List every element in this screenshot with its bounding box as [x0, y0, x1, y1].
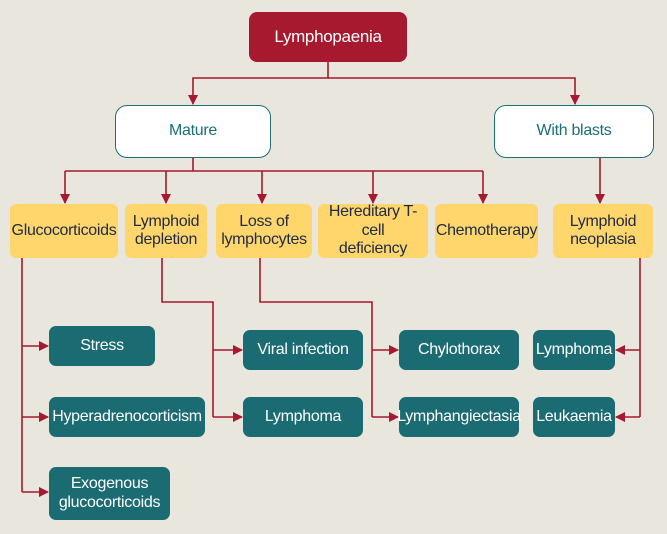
- leaf-node-chylothorax: Chylothorax: [399, 330, 519, 370]
- cause-node-lymphoid-depletion: Lymphoid depletion: [125, 204, 207, 258]
- cause-node-loss-of-lymphocytes: Loss of lymphocytes: [216, 204, 312, 258]
- leaf-node-stress: Stress: [49, 326, 155, 366]
- leaf-node-lymphoma: Lymphoma: [243, 397, 363, 437]
- leaf-node-leukaemia: Leukaemia: [533, 397, 615, 437]
- connector-depletion-trunk: [161, 258, 214, 417]
- connector-root-to-blasts: [328, 77, 580, 105]
- cause-node-lymphoid-neoplasia: Lymphoid neoplasia: [553, 204, 653, 258]
- connector-root-to-mature: [188, 62, 329, 105]
- category-node-mature: Mature: [115, 105, 271, 158]
- leaf-node-hyperadrenocorticism: Hyperadrenocorticism: [49, 397, 205, 437]
- connector-loss-trunk: [259, 258, 373, 417]
- leaf-node-lymphangiectasia: Lymphangiectasia: [397, 397, 521, 437]
- cause-node-glucocorticoids: Glucocorticoids: [10, 204, 118, 258]
- root-node-lymphopaenia: Lymphopaenia: [249, 12, 407, 62]
- connector-mature-bus: [65, 158, 483, 172]
- cause-node-hereditary-t-cell-deficiency: Hereditary T-cell deficiency: [318, 203, 428, 258]
- leaf-node-lymphoma-neoplasia: Lymphoma: [533, 330, 615, 370]
- leaf-node-viral-infection: Viral infection: [243, 330, 363, 370]
- cause-node-chemotherapy: Chemotherapy: [435, 204, 538, 258]
- leaf-node-exogenous-glucocorticoids: Exogenous glucocorticoids: [49, 467, 170, 520]
- category-node-with-blasts: With blasts: [494, 105, 654, 158]
